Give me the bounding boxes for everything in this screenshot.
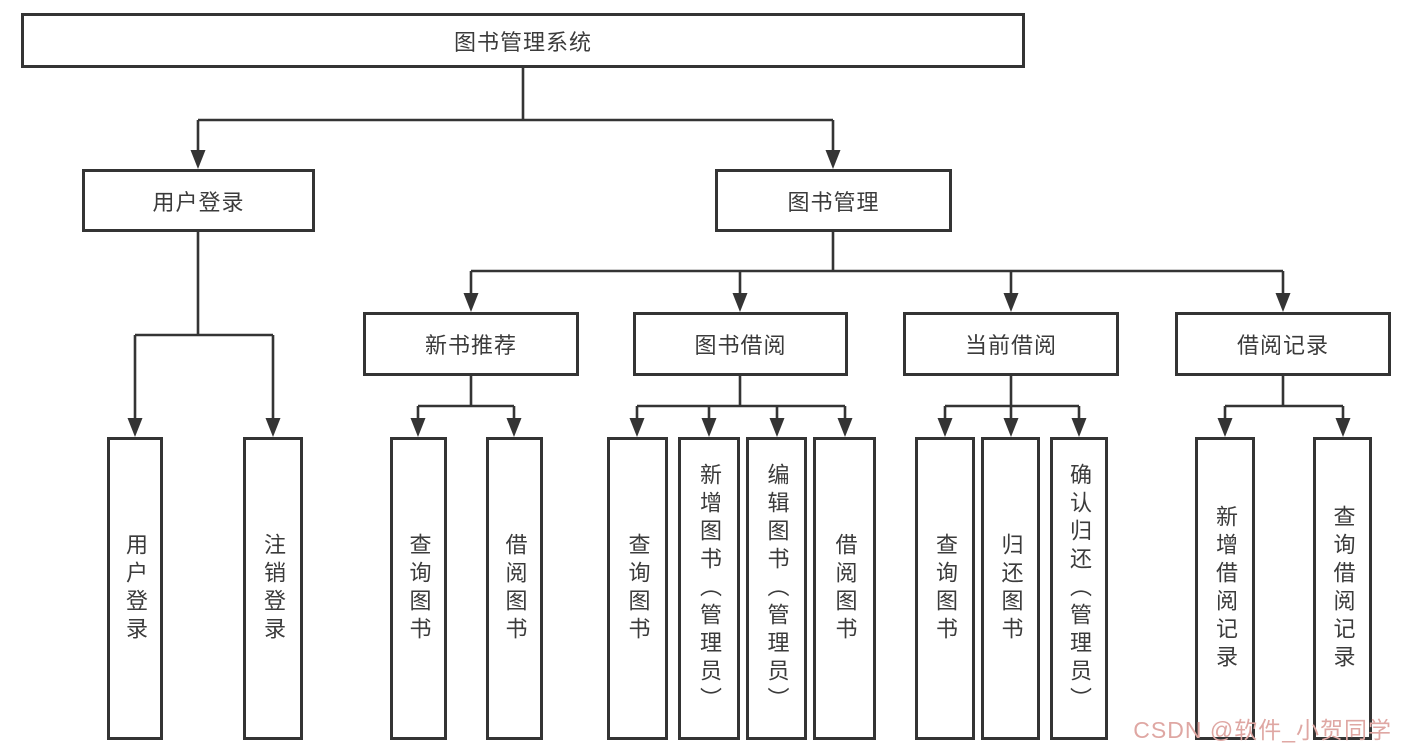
leaf-borrow-borrow-books: 借阅图书 bbox=[813, 437, 876, 740]
node-borrow-records: 借阅记录 bbox=[1175, 312, 1391, 376]
leaf-current-query-books: 查询图书 bbox=[915, 437, 975, 740]
node-book-borrow: 图书借阅 bbox=[633, 312, 848, 376]
leaf-current-return-books: 归还图书 bbox=[981, 437, 1040, 740]
leaf-records-query-record: 查询借阅记录 bbox=[1313, 437, 1372, 740]
leaf-borrow-query-books: 查询图书 bbox=[607, 437, 668, 740]
leaf-label: 新增图书（管理员） bbox=[697, 462, 722, 715]
leaf-current-confirm-return-admin: 确认归还（管理员） bbox=[1050, 437, 1108, 740]
node-user-login: 用户登录 bbox=[82, 169, 315, 232]
csdn-watermark: CSDN @软件_小贺同学 bbox=[1133, 717, 1392, 743]
node-current-borrow: 当前借阅 bbox=[903, 312, 1119, 376]
leaf-label: 查询借阅记录 bbox=[1330, 504, 1356, 673]
leaf-label: 编辑图书（管理员） bbox=[764, 462, 790, 715]
leaf-records-add-record: 新增借阅记录 bbox=[1195, 437, 1255, 740]
leaf-label: 注销登录 bbox=[261, 532, 286, 645]
leaf-logout: 注销登录 bbox=[243, 437, 303, 740]
leaf-label: 确认归还（管理员） bbox=[1067, 462, 1092, 715]
leaf-label: 归还图书 bbox=[998, 532, 1024, 645]
leaf-label: 借阅图书 bbox=[832, 532, 858, 645]
leaf-label: 借阅图书 bbox=[502, 532, 528, 645]
leaf-label: 查询图书 bbox=[406, 532, 432, 645]
leaf-newbook-borrow-books: 借阅图书 bbox=[486, 437, 543, 740]
node-root: 图书管理系统 bbox=[21, 13, 1025, 68]
leaf-label: 用户登录 bbox=[123, 532, 148, 645]
leaf-label: 查询图书 bbox=[625, 532, 651, 645]
leaf-user-login: 用户登录 bbox=[107, 437, 163, 740]
leaf-borrow-edit-books-admin: 编辑图书（管理员） bbox=[746, 437, 807, 740]
node-new-book-recommend: 新书推荐 bbox=[363, 312, 579, 376]
leaf-label: 新增借阅记录 bbox=[1213, 504, 1238, 673]
leaf-newbook-query-books: 查询图书 bbox=[390, 437, 447, 740]
leaf-label: 查询图书 bbox=[933, 532, 958, 645]
node-book-management: 图书管理 bbox=[715, 169, 952, 232]
leaf-borrow-add-books-admin: 新增图书（管理员） bbox=[678, 437, 740, 740]
